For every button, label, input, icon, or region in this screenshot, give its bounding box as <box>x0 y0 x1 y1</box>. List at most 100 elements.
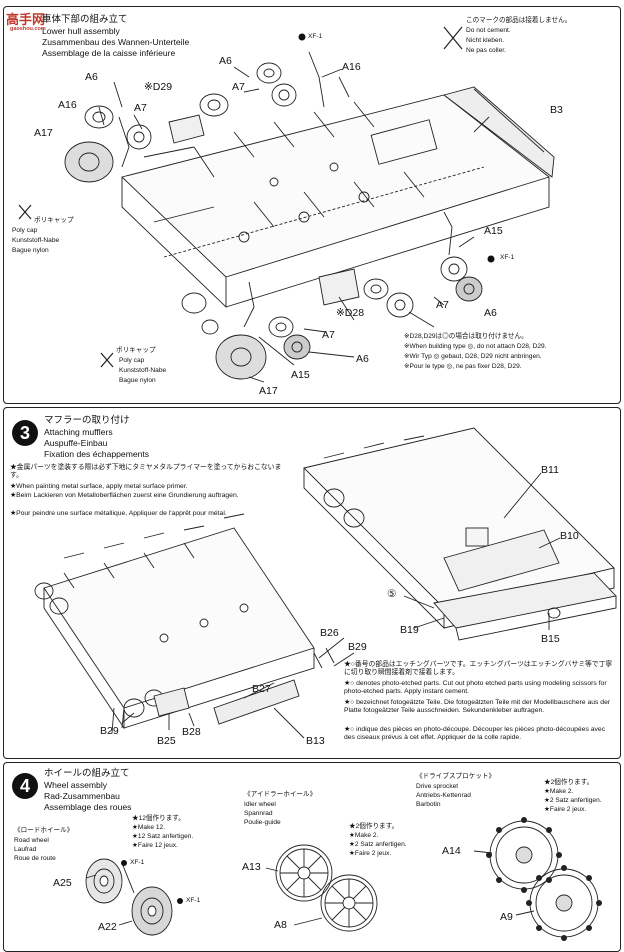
step4-title-de: Rad-Zusammenbau <box>44 791 120 801</box>
no-cement-en: Do not cement. <box>466 27 511 34</box>
part-label-b29: B29 <box>348 641 367 653</box>
d28-note-fr: ※Pour le type ◎, ne pas fixer D28, D29. <box>404 363 522 370</box>
part-label-a25: A25 <box>53 877 72 889</box>
sprocket-teeth <box>486 817 602 941</box>
part-label-a17: A17 <box>34 127 53 139</box>
part-label-b26: B26 <box>320 627 339 639</box>
idler-wheel-make-en: ★Make 2. <box>349 832 379 839</box>
polycap-bottom-ja: ポリキャップ <box>116 347 156 354</box>
watermark-logo: 高手网 <box>6 13 46 28</box>
drive-sprocket-make-ja: ★2個作ります。 <box>544 779 594 786</box>
idler-wheel-make-ja: ★2個作ります。 <box>349 823 399 830</box>
step3-title-en: Attaching mufflers <box>44 427 113 437</box>
pe-note-de: ★○ bezeichnet fotogeätzte Teile. Die fot… <box>344 699 611 715</box>
part-label-pe5: ⑤ <box>387 588 397 600</box>
polycap-top-ja: ポリキャップ <box>34 217 74 224</box>
part-label-a16: A16 <box>58 99 77 111</box>
drive-sprocket-ja: 《ドライブスプロケット》 <box>416 773 496 780</box>
paint-note-en: ★When painting metal surface, apply meta… <box>10 483 188 490</box>
polycap-bottom-en: Poly cap <box>119 357 145 364</box>
part-label-a7-d: A7 <box>322 329 335 341</box>
step4-title-en: Wheel assembly <box>44 780 108 790</box>
idler-wheel-make-fr: ★Faire 2 jeux. <box>349 850 392 857</box>
idler-wheel-fr: Poulie-guide <box>244 819 281 826</box>
step2-title-de: Zusammenbau des Wannen-Unterteile <box>42 37 190 47</box>
part-label-b3: B3 <box>550 104 563 116</box>
drive-sprocket-make-en: ★Make 2. <box>544 788 574 795</box>
part-label-d28: ※D28 <box>336 307 365 319</box>
part-label-a17-b: A17 <box>259 385 278 397</box>
part-label-a8: A8 <box>274 919 287 931</box>
road-wheel-make-fr: ★Faire 12 jeux. <box>132 842 178 849</box>
d28-note-en: ※When building type ◎, do not attach D28… <box>404 343 547 350</box>
xf1-paint-label: XF-1 <box>308 33 323 40</box>
step4-title-fr: Assemblage des roues <box>44 802 132 812</box>
part-label-b11: B11 <box>541 464 559 476</box>
step4-title-ja: ホイールの組み立て <box>44 768 130 779</box>
step3-title-ja: マフラーの取り付け <box>44 415 130 426</box>
part-label-a9: A9 <box>500 911 513 923</box>
wheel-diagram <box>85 817 602 941</box>
part-label-b29-b: B29 <box>100 725 119 737</box>
part-label-b10: B10 <box>560 530 579 542</box>
xf1-paint-label-2: XF-1 <box>500 254 515 261</box>
step3-panel: 3 マフラーの取り付け Attaching mufflers Auspuffe-… <box>3 407 621 759</box>
part-label-b13: B13 <box>306 735 325 747</box>
part-label-a7-b: A7 <box>232 81 245 93</box>
step2-panel: 高手网 gaoshou.com 車体下部の組み立て Lower hull ass… <box>3 6 621 404</box>
drive-sprocket-make-fr: ★Faire 2 jeux. <box>544 806 587 813</box>
part-label-a22: A22 <box>98 921 117 933</box>
part-label-b27: B27 <box>252 683 271 695</box>
no-cement-de: Nicht kleben. <box>466 37 505 44</box>
polycap-bottom-fr: Bague nylon <box>119 377 156 384</box>
part-label-a6-d: A6 <box>356 353 369 365</box>
no-cement-ja: このマークの部品は接着しません。 <box>466 17 572 24</box>
idler-wheel-en: Idler wheel <box>244 801 276 808</box>
d28-note-ja: ※D28,D29は◎の場合は取り付けません。 <box>404 333 528 340</box>
road-wheel-en: Road wheel <box>14 837 49 844</box>
part-label-a6-b: A6 <box>219 55 232 67</box>
part-label-a7: A7 <box>134 102 147 114</box>
part-label-a13: A13 <box>242 861 261 873</box>
part-label-b25: B25 <box>157 735 176 747</box>
part-label-b19: B19 <box>400 624 419 636</box>
paint-note-fr: ★Pour peindre une surface métallique, Ap… <box>10 510 227 517</box>
road-wheel-xf1-b: XF-1 <box>186 897 201 904</box>
polycap-top-fr: Bague nylon <box>12 247 49 254</box>
part-label-a15-b: A15 <box>291 369 310 381</box>
road-wheel-xf1: XF-1 <box>130 859 145 866</box>
d28-note-de: ※Wir Typ ◎ gebaut, D28, D29 nicht anbrin… <box>404 353 542 360</box>
step3-title-de: Auspuffe-Einbau <box>44 438 108 448</box>
idler-wheel-make-de: ★2 Satz anfertigen. <box>349 841 407 848</box>
pe-note-fr: ★○ indique des pièces en photo-découpe. … <box>344 726 606 742</box>
watermark-url: gaoshou.com <box>10 26 46 32</box>
part-label-a15: A15 <box>484 225 503 237</box>
part-label-a6-c: A6 <box>484 307 497 319</box>
part-label-a16-b: A16 <box>342 61 361 73</box>
step3-title-fr: Fixation des échappements <box>44 449 150 459</box>
idler-wheel-ja: 《アイドラーホイール》 <box>244 791 317 798</box>
no-cement-fr: Ne pas coller. <box>466 47 506 54</box>
part-label-a7-c: A7 <box>436 299 449 311</box>
part-label-a14: A14 <box>442 845 461 857</box>
drive-sprocket-fr: Barbotin <box>416 801 441 808</box>
part-label-b15: B15 <box>541 633 560 645</box>
polycap-top-en: Poly cap <box>12 227 38 234</box>
step2-title-ja: 車体下部の組み立て <box>42 14 128 25</box>
drive-sprocket-en: Drive sprocket <box>416 783 459 790</box>
step2-title-fr: Assemblage de la caisse inférieure <box>42 48 176 58</box>
pe-note-ja: ★○番号の部品はエッチングパーツです。エッチングパーツはエッチングバサミ等で丁寧… <box>344 661 613 677</box>
part-label-d29: ※D29 <box>144 81 173 93</box>
road-wheel-fr: Roue de route <box>14 855 56 862</box>
road-wheel-ja: 《ロードホイール》 <box>14 827 74 834</box>
road-wheel-de: Laufrad <box>14 846 37 853</box>
polycap-top-de: Kunststoff-Nabe <box>12 237 60 244</box>
part-label-b28: B28 <box>182 726 201 738</box>
step4-panel: 4 ホイールの組み立て Wheel assembly Rad-Zusammenb… <box>3 762 621 952</box>
pe-note-en: ★○ denotes photo-etched parts. Cut out p… <box>344 680 607 696</box>
lower-hull-diagram <box>18 26 555 383</box>
road-wheel-make-ja: ★12個作ります。 <box>132 815 185 822</box>
part-label-a6: A6 <box>85 71 98 83</box>
road-wheel-make-en: ★Make 12. <box>132 824 166 831</box>
